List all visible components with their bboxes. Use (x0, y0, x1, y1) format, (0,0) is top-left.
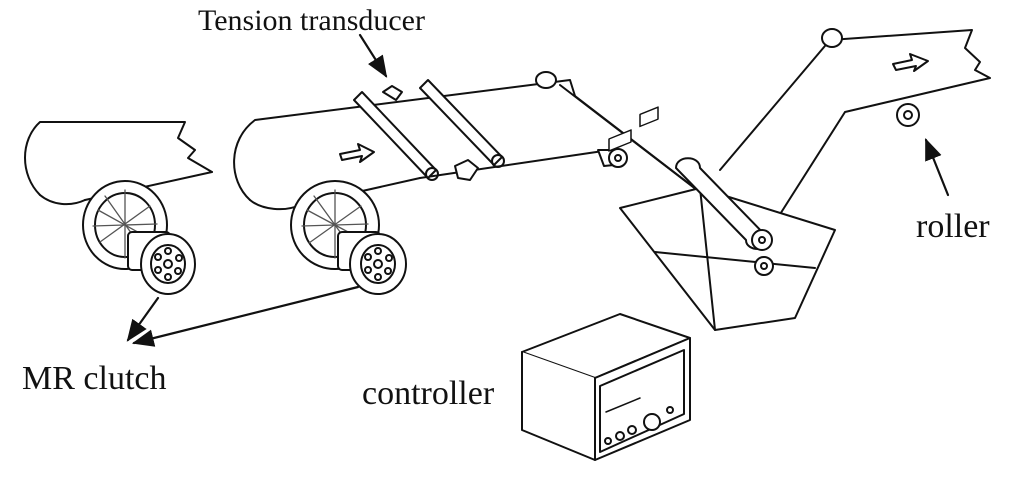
clutch-arrow-right (131, 285, 360, 347)
callout-arrows (126, 33, 950, 347)
left-mr-clutch (127, 231, 196, 295)
coating-trough (619, 157, 836, 331)
roller-arrow (924, 137, 950, 197)
clutch-arrow-left (126, 296, 160, 342)
controller-box (521, 106, 691, 461)
controller-label: controller (362, 375, 495, 412)
right-mr-clutch (337, 231, 407, 295)
mr-clutch-label: MR clutch (22, 360, 167, 397)
roller (896, 103, 920, 127)
guide-roller-top (535, 28, 843, 89)
right-reel (233, 79, 576, 270)
tension-transducer-label: Tension transducer (198, 4, 425, 37)
guide-roller-mid (597, 148, 628, 168)
tension-arrow (358, 33, 388, 78)
roller-label: roller (916, 208, 990, 245)
tension-transducer (353, 79, 505, 181)
